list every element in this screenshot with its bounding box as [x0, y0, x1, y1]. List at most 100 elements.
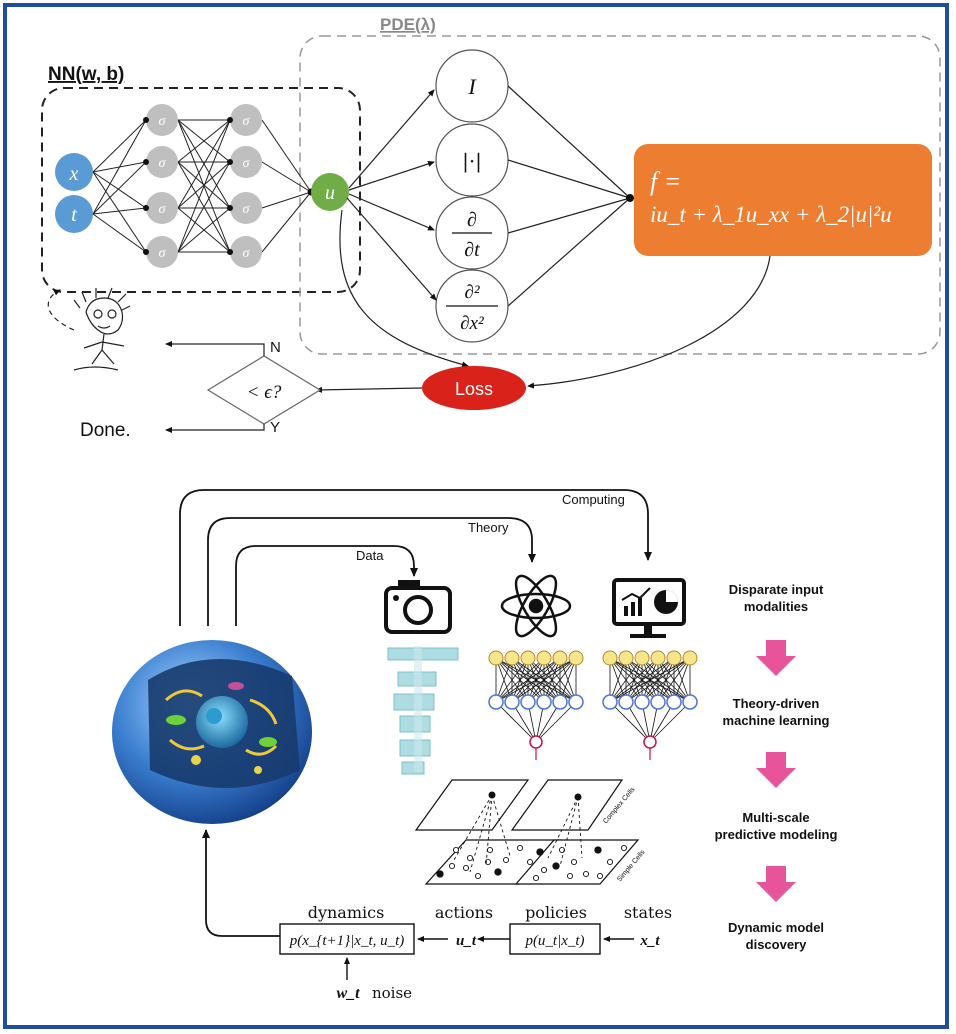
stage-3-line1: Multi-scale — [742, 810, 809, 825]
net-hidden-node — [520, 694, 536, 710]
camera-icon — [384, 580, 452, 634]
hidden-node — [146, 146, 178, 178]
activation-label: σ — [159, 246, 167, 261]
policy-box — [509, 923, 601, 955]
biological-cell-image — [112, 640, 312, 824]
stage-4-line2: discovery — [746, 937, 807, 952]
net-input-node — [682, 650, 698, 666]
input-node-t — [55, 195, 93, 233]
hidden-node — [230, 192, 262, 224]
net-input-node — [520, 650, 536, 666]
hidden-node — [146, 236, 178, 268]
pink-down-arrow-1 — [756, 640, 796, 676]
net-hidden-node — [504, 694, 520, 710]
net-hidden-node — [568, 694, 584, 710]
net-input-node — [634, 650, 650, 666]
net-hidden-node — [602, 694, 618, 710]
activation-label: σ — [243, 202, 251, 217]
hidden-node — [230, 104, 262, 136]
hidden-layers: σ σ σ σ σ σ σ σ — [143, 104, 315, 268]
residual-f-line1: f = — [650, 167, 681, 196]
net-hidden-node — [666, 694, 682, 710]
net-output-node — [643, 735, 657, 749]
analytics-monitor-icon — [612, 578, 686, 638]
net-hidden-node — [536, 694, 552, 710]
atom-icon — [500, 574, 572, 638]
loss-node — [422, 366, 526, 410]
op-dt-num: ∂ — [467, 209, 477, 231]
net-input-node — [568, 650, 584, 666]
states-label: states — [624, 903, 672, 922]
no-label: N — [270, 339, 281, 356]
policy-formula: p(u_t|x_t) — [524, 933, 584, 949]
theory-neural-net — [488, 650, 584, 760]
op-dt-den: ∂t — [464, 239, 480, 261]
activation-label: σ — [159, 156, 167, 171]
dynamics-box — [279, 923, 415, 955]
stage-labels: Disparate input modalities Theory-driven… — [715, 582, 838, 952]
op-dxx-num: ∂² — [464, 282, 479, 303]
net-hidden-node — [488, 694, 504, 710]
activation-label: σ — [243, 246, 251, 261]
input-node-x — [55, 153, 93, 191]
nn-title: NN(w, b) — [48, 64, 124, 85]
hidden-node — [230, 236, 262, 268]
input-label-t: t — [71, 204, 77, 226]
hidden-node — [146, 104, 178, 136]
net-input-node — [602, 650, 618, 666]
activation-label: σ — [159, 202, 167, 217]
hidden-node — [146, 192, 178, 224]
activation-label: σ — [243, 114, 251, 129]
data-label: Data — [356, 548, 384, 563]
noise-label: noise — [372, 984, 412, 1002]
activation-label: σ — [159, 114, 167, 129]
yes-label: Y — [270, 419, 280, 436]
stage-2-line1: Theory-driven — [733, 696, 820, 711]
net-input-node — [488, 650, 504, 666]
residual-f-line2: iu_t + λ_1u_xx + λ_2|u|²u — [650, 202, 892, 227]
theory-label: Theory — [468, 520, 509, 535]
pde-residual-box — [634, 144, 932, 256]
output-label-u: u — [325, 182, 335, 204]
input-label-x: x — [69, 163, 79, 185]
hidden-node — [230, 146, 262, 178]
op-abs-label: |·| — [462, 149, 482, 174]
convergence-label: < ϵ? — [247, 382, 282, 403]
net-input-node — [536, 650, 552, 666]
net-hidden-node — [552, 694, 568, 710]
output-node-u — [311, 173, 349, 211]
pink-down-arrow-2 — [756, 752, 796, 788]
computing-label: Computing — [562, 492, 625, 507]
net-hidden-node — [682, 694, 698, 710]
action-symbol: u_t — [456, 933, 477, 949]
state-symbol: x_t — [639, 933, 660, 949]
stage-1-line1: Disparate input — [729, 582, 824, 597]
multiscale-planes: Complex Cells Simple Cells — [414, 779, 647, 885]
actions-label: actions — [435, 903, 493, 922]
stage-2-line2: machine learning — [723, 713, 830, 728]
done-label: Done. — [80, 420, 131, 441]
dynamics-formula: p(x_{t+1}|x_t, u_t) — [289, 933, 405, 949]
loss-label: Loss — [455, 379, 493, 399]
op-dxx-den: ∂x² — [460, 313, 484, 334]
policies-label: policies — [525, 903, 587, 922]
ml-pipeline-diagram: Computing Theory Data — [112, 489, 838, 1002]
stage-3-line2: predictive modeling — [715, 827, 838, 842]
data-layer — [387, 647, 459, 661]
net-hidden-node — [650, 694, 666, 710]
net-input-node — [650, 650, 666, 666]
net-input-node — [666, 650, 682, 666]
activation-label: σ — [243, 156, 251, 171]
nn-box — [41, 87, 361, 293]
convergence-check — [206, 355, 322, 425]
data-layers-stack — [387, 646, 459, 775]
op-identity-label: I — [467, 74, 477, 99]
net-hidden-node — [634, 694, 650, 710]
net-hidden-node — [618, 694, 634, 710]
net-input-node — [504, 650, 520, 666]
computing-neural-net — [602, 650, 698, 760]
noise-symbol: w_t — [336, 985, 360, 1002]
stage-4-line1: Dynamic model — [728, 920, 824, 935]
